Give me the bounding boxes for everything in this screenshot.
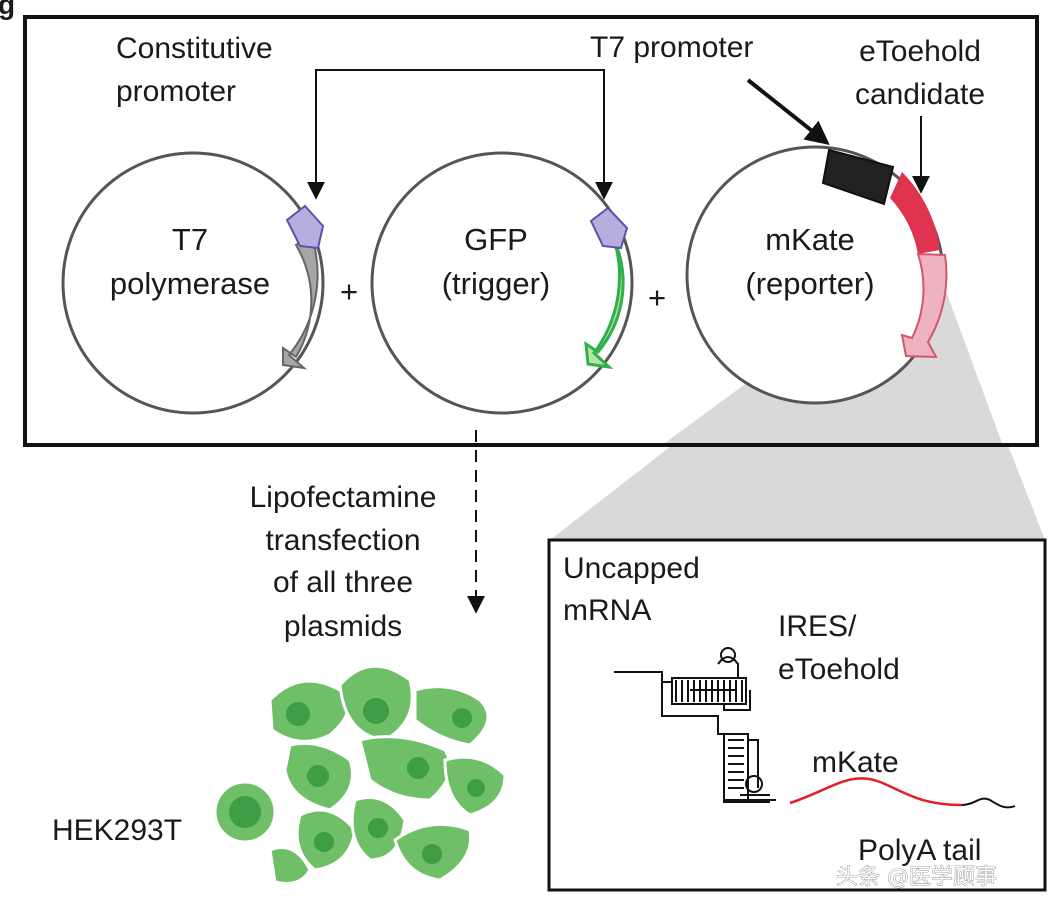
hek293t-nuclei	[229, 698, 485, 864]
etoehold-candidate-label-2: candidate	[855, 78, 985, 111]
plasmid-mkate-label-2: (reporter)	[745, 266, 874, 301]
t7-promoter-label: T7 promoter	[590, 31, 753, 64]
plasmid-mkate: mKate (reporter)	[685, 145, 948, 405]
t7-promoter-block	[821, 148, 895, 206]
plus-sign-1: +	[340, 274, 358, 309]
plasmid-gfp-label-2: (trigger)	[442, 266, 551, 301]
constitutive-promoter-box-2	[589, 206, 629, 250]
uncapped-mrna-label-1: Uncapped	[563, 552, 700, 585]
hek293t-cell-cluster	[213, 664, 507, 885]
t7-gene-segment	[282, 232, 319, 370]
polya-tail-line	[961, 797, 1016, 809]
constitutive-promoter-label-1: Constitutive	[116, 32, 273, 65]
ires-etoehold-label-2: eToehold	[778, 653, 900, 686]
mkate-coding-region	[789, 777, 963, 807]
mkate-inset-label: mKate	[812, 746, 899, 779]
panel-letter: g	[0, 0, 15, 20]
t7-promoter-arrow	[746, 78, 830, 145]
ires-etoehold-label-1: IRES/	[778, 610, 857, 643]
ires-etoehold-structure	[614, 647, 776, 803]
watermark-text: 头条 @医学顾事	[836, 865, 997, 890]
transfection-label-2: transfection	[265, 524, 420, 557]
constitutive-promoter-box-1	[285, 204, 325, 250]
constitutive-promoter-label-2: promoter	[116, 75, 236, 108]
gfp-gene-segment	[584, 235, 625, 370]
polya-tail-label: PolyA tail	[858, 834, 981, 867]
transfection-label-3: of all three	[273, 566, 413, 599]
plus-sign-2: +	[648, 280, 666, 315]
plasmid-mkate-label-1: mKate	[765, 222, 855, 257]
plasmid-gfp: GFP (trigger)	[370, 151, 634, 415]
plasmid-t7-polymerase: T7 polymerase	[61, 151, 325, 415]
mkate-reporter-segment	[900, 252, 948, 359]
cell	[358, 735, 452, 802]
etoehold-candidate-label-1: eToehold	[859, 35, 981, 68]
cell	[268, 846, 312, 885]
transfection-label-4: plasmids	[284, 610, 402, 643]
cell-line-label: HEK293T	[52, 814, 182, 847]
plasmid-t7-label-2: polymerase	[110, 266, 270, 301]
plasmid-t7-label-1: T7	[172, 222, 208, 257]
cell	[413, 685, 490, 747]
transfection-label-1: Lipofectamine	[250, 481, 437, 514]
plasmid-gfp-label-1: GFP	[464, 222, 528, 257]
mrna-inset-frame	[547, 538, 1047, 892]
uncapped-mrna-label-2: mRNA	[563, 594, 651, 627]
etoehold-segment	[890, 172, 940, 254]
